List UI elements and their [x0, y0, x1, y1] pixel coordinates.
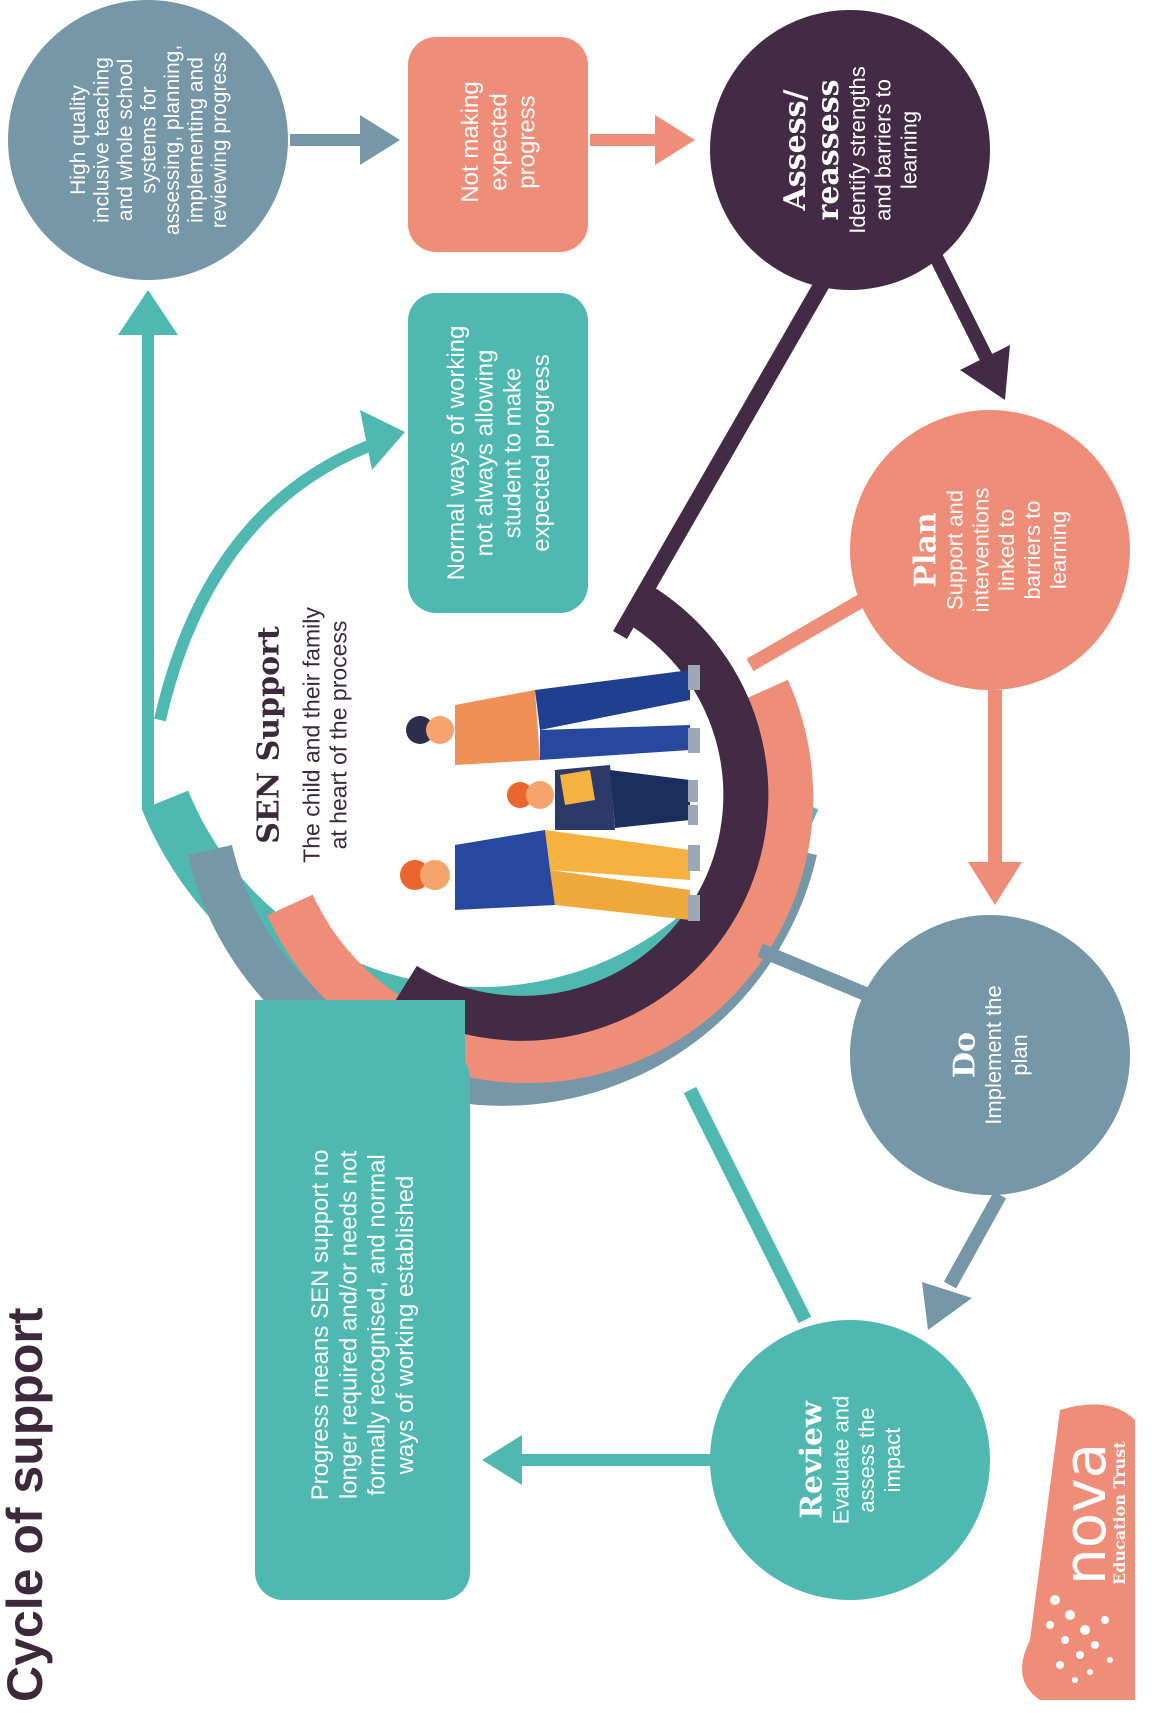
review-body-line: impact [880, 1428, 905, 1493]
salmon-line-to-plan [746, 583, 884, 672]
slate-line-to-do [757, 943, 883, 1007]
plan-body-line: interventions [968, 488, 993, 613]
do-heading-line: Do [948, 1032, 983, 1078]
normal-ways-box [408, 293, 588, 613]
not-making-text-line: Not making [457, 81, 484, 202]
review-circle [710, 1320, 990, 1600]
plan-heading-line: Plan [909, 512, 944, 587]
teal-line-to-review [683, 1086, 812, 1324]
assess-body-line: and barriers to [871, 79, 896, 221]
high-quality-text-line: implementing and [184, 57, 207, 223]
page-title: Cycle of support [0, 1307, 53, 1702]
salmon-down-arrowhead [968, 862, 1022, 905]
nova-logo-sub: Education Trust [1110, 1441, 1129, 1585]
center-text-line: The child and their family [298, 607, 324, 863]
nova-logo: nova Education Trust [1022, 1404, 1135, 1700]
salmon-arrowhead [655, 115, 695, 165]
plum-arrowhead [960, 345, 1010, 400]
teal-left-arrowhead [482, 1435, 522, 1485]
plan-body-line: Support and [942, 490, 967, 610]
high-quality-text-line: assessing, planning, [161, 45, 184, 235]
assess-circle [710, 10, 990, 290]
adult-right-figure [400, 830, 700, 921]
do-heading: Do [948, 1032, 983, 1078]
normal-ways-text-line: not always allowing [471, 350, 498, 557]
high-quality-text-line: reviewing progress [208, 52, 231, 228]
nova-logo-name: nova [1051, 1443, 1119, 1585]
teal-curved-arrowhead [360, 410, 405, 470]
do-body-line: Implement the [981, 985, 1006, 1124]
plum-ring [393, 585, 769, 1041]
plan-body-line: learning [1046, 511, 1071, 589]
review-body-line: assess the [854, 1407, 879, 1512]
nova-dots-pattern [1046, 1595, 1113, 1683]
high-quality-text-line: and whole school [114, 59, 137, 221]
assess-heading-line: Assess/ [778, 90, 813, 212]
normal-ways-text-line: Normal ways of working [443, 326, 470, 581]
teal-up-arrowhead [118, 290, 178, 335]
normal-ways-text-line: student to make [500, 368, 527, 539]
assess-heading: Assess/reassess [778, 80, 846, 221]
plan-body-line: barriers to [1020, 500, 1045, 599]
assess-body-line: Identify strengths [845, 66, 870, 234]
child-figure [507, 765, 698, 830]
review-heading-line: Review [795, 1400, 830, 1519]
review-heading: Review [795, 1400, 830, 1519]
center-heading: SEN Support [252, 626, 287, 844]
progress-means-text-line: ways of working established [392, 1176, 419, 1476]
assess-body-line: learning [897, 111, 922, 189]
progress-means-text-line: longer required and/or needs not [335, 1151, 362, 1500]
high-quality-text-line: High quality [67, 85, 90, 195]
progress-means-text-line: formally recognised, and normal [364, 1154, 391, 1496]
plan-heading: Plan [909, 512, 944, 587]
plan-body-line: linked to [994, 509, 1019, 591]
plum-line-to-assess [613, 266, 837, 639]
plum-arrow-shaft [928, 251, 997, 369]
plan-circle [850, 410, 1130, 690]
family-illustration [400, 665, 700, 921]
slate-diag-arrowhead [922, 1282, 972, 1330]
not-making-text-line: progress [514, 95, 541, 188]
progress-means-text-line: Progress means SEN support no [307, 1150, 334, 1501]
not-making-box [408, 37, 588, 252]
assess-heading-line: reassess [811, 80, 846, 221]
high-quality-text-line: inclusive teaching [90, 57, 113, 223]
review-body-line: Evaluate and [828, 1396, 853, 1524]
high-quality-circle [8, 0, 288, 280]
high-quality-text-line: systems for [137, 86, 160, 193]
center-text-line: at heart of the process [326, 621, 352, 850]
slate-arrowhead [360, 115, 400, 165]
slate-diag-shaft [943, 1191, 1007, 1289]
teal-curved-arrow [154, 434, 387, 722]
progress-means-box [255, 1050, 470, 1600]
do-circle [850, 915, 1130, 1195]
center-heading-line: SEN Support [252, 626, 287, 844]
adult-left-figure [406, 665, 700, 765]
normal-ways-text-line: expected progress [528, 354, 555, 551]
not-making-text-line: expected [485, 93, 512, 190]
do-body-line: plan [1007, 1034, 1032, 1076]
